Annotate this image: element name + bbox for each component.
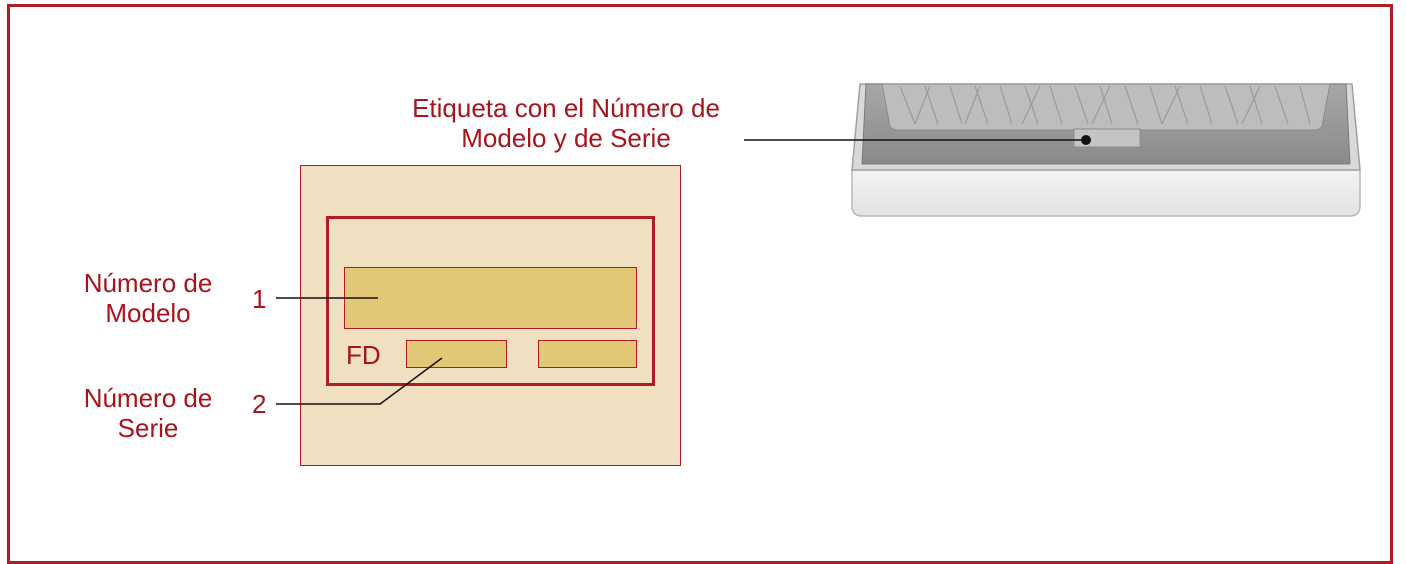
- label-location-line2: Modelo y de Serie: [461, 123, 671, 153]
- serial-number-index: 2: [252, 389, 267, 419]
- serial-number-label: Número de Serie: [60, 383, 236, 443]
- rating-label-inner-box: [326, 216, 655, 386]
- rack-tines: [899, 85, 1311, 125]
- model-number-index: 1: [252, 284, 267, 314]
- label-location-callout: Etiqueta con el Número de Modelo y de Se…: [380, 93, 752, 153]
- serial-number-field-1: [406, 340, 507, 368]
- model-number-line1: Número de: [83, 268, 213, 298]
- serial-number-line1: Número de: [83, 383, 213, 413]
- door-front-panel: [851, 169, 1361, 217]
- model-number-line2: Modelo: [105, 298, 191, 328]
- serial-prefix: FD: [346, 340, 381, 370]
- rating-label-plate: [1073, 128, 1141, 148]
- serial-number-line2: Serie: [117, 413, 179, 443]
- model-number-label: Número de Modelo: [60, 268, 236, 328]
- serial-number-field-2: [538, 340, 637, 368]
- callout-leaders: [276, 297, 443, 405]
- label-location-dot: [1081, 135, 1091, 145]
- label-location-line1: Etiqueta con el Número de: [412, 93, 720, 123]
- model-number-field: [344, 267, 637, 329]
- dishwasher-illustration: [744, 83, 1361, 217]
- dish-rack: [881, 83, 1331, 131]
- serial-number-leader: [276, 357, 443, 405]
